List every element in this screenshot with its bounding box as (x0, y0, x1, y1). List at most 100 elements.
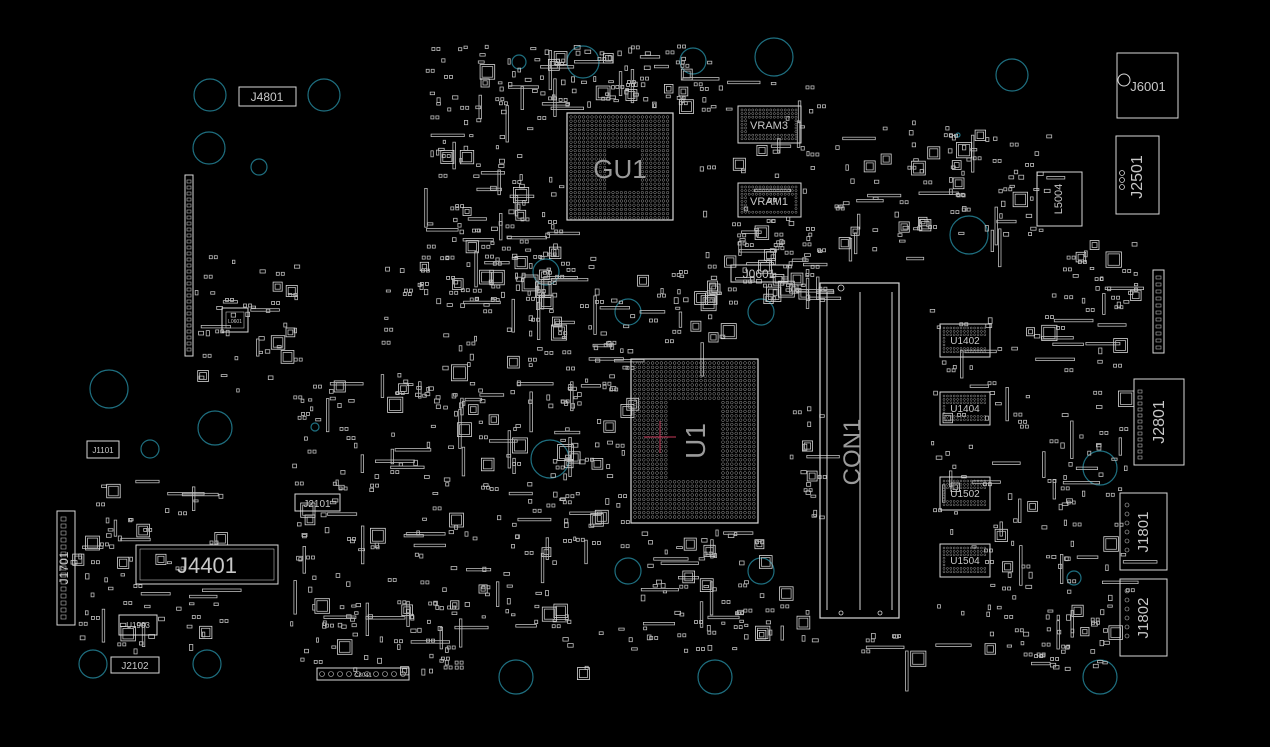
connector-j4801[interactable]: J4801 (238, 86, 297, 107)
bga-ball (747, 458, 752, 462)
bga-ball (637, 484, 642, 488)
bga-ball (730, 515, 734, 519)
chip-u1903[interactable]: U1903 (118, 614, 158, 636)
bga-ball (966, 415, 970, 418)
connector-j6001[interactable]: J6001 (1116, 52, 1179, 119)
memory-slot-con1[interactable]: CON1 (819, 282, 900, 619)
bga-ball (952, 398, 956, 401)
ic-package (724, 255, 737, 268)
bga-ball (607, 203, 611, 207)
smd-pad (520, 217, 525, 222)
bga-ball (668, 502, 672, 506)
connector-j0601[interactable]: J0601 (730, 264, 789, 283)
smd-pad (370, 545, 375, 550)
smd-pad (1033, 334, 1041, 339)
cpu-u1[interactable]: U1 (630, 358, 759, 524)
bga-ball (773, 133, 776, 137)
bga-ball (590, 157, 594, 161)
connector-j2801[interactable]: J2801 (1133, 378, 1185, 466)
bga-ball (659, 475, 664, 480)
bga-ball (661, 132, 665, 136)
connector-j4401[interactable]: J4401 (135, 544, 279, 585)
ic-die (1029, 503, 1036, 510)
chip-l0601[interactable]: L0601 (221, 307, 249, 333)
connector-pin (1124, 502, 1130, 508)
connector-j2101[interactable]: J2101 (294, 493, 341, 512)
bga-ball (577, 132, 581, 136)
bga-ball (769, 210, 773, 214)
connector-j2501[interactable]: J2501 (1115, 135, 1160, 215)
connector-pin (186, 191, 192, 196)
bga-ball (747, 418, 752, 422)
smd-pad (1003, 187, 1008, 192)
bga-ball (664, 453, 668, 458)
bga-ball (699, 374, 703, 378)
bga-ball (642, 506, 646, 510)
memory-vram3[interactable]: VRAM3 (737, 105, 802, 144)
connector-pin (60, 558, 67, 564)
connector-j1801[interactable]: J1801 (1119, 492, 1168, 571)
bga-ball (657, 136, 661, 140)
bga-ball (703, 387, 708, 392)
bga-ball (590, 178, 594, 182)
right-edge-connector[interactable] (1152, 269, 1165, 354)
bga-ball (582, 149, 586, 153)
smd-pad (445, 647, 449, 653)
memory-u1502[interactable]: U1502 (939, 476, 991, 511)
bga-ball (661, 203, 665, 207)
smd-pad (548, 270, 552, 275)
smd-pad (1050, 315, 1054, 320)
memory-vram1[interactable]: VRAM1 (737, 182, 802, 218)
smd-pad (597, 541, 601, 545)
smd-pad (1125, 588, 1130, 593)
bga-ball (664, 383, 668, 387)
gpu-gu1[interactable]: GU1 (566, 112, 674, 221)
trace-pad (654, 64, 669, 69)
inductor-l5004[interactable]: L5004 (1036, 171, 1083, 227)
bga-ball (569, 182, 573, 186)
bga-ball (594, 170, 598, 174)
smd-pad (133, 584, 138, 588)
smd-pad (503, 101, 508, 106)
smd-pad (441, 58, 446, 63)
smd-pad (500, 291, 505, 298)
connector-j2102[interactable]: J2102 (110, 656, 160, 674)
bga-ball (694, 361, 699, 365)
left-edge-connector[interactable] (184, 174, 194, 357)
smd-pad (611, 298, 618, 303)
bga-ball (963, 398, 966, 401)
smd-pad (429, 91, 436, 96)
bga-ball (653, 195, 657, 199)
bga-ball (694, 510, 699, 515)
memory-u1404[interactable]: U1404 (939, 391, 991, 426)
bga-ball (738, 392, 743, 396)
bga-ball (633, 466, 637, 471)
bga-ball (653, 199, 657, 203)
connector-j1101[interactable]: J1101 (86, 440, 120, 459)
connector-j1802[interactable]: J1802 (1119, 578, 1168, 657)
smd-pad (234, 356, 239, 361)
trace-pad (480, 171, 505, 175)
smd-pad (138, 584, 143, 588)
bga-ball (773, 115, 776, 119)
smd-pad (467, 362, 471, 367)
bga-ball (969, 483, 973, 486)
smd-pad (806, 294, 811, 302)
bga-ball (730, 493, 734, 497)
smd-pad (671, 272, 676, 277)
bga-ball (699, 387, 703, 392)
header-c8041[interactable]: C8041 (316, 667, 410, 681)
bga-ball (637, 418, 642, 422)
smd-pad (451, 645, 456, 650)
bga-ball (594, 161, 598, 165)
trace-pad (738, 249, 777, 253)
bga-ball (725, 370, 730, 374)
smd-pad (466, 341, 471, 346)
memory-u1402[interactable]: U1402 (939, 323, 991, 358)
bga-ball (655, 458, 659, 462)
connector-j1701[interactable]: J1701 (56, 510, 76, 626)
ic-die (543, 608, 555, 620)
bga-ball (573, 203, 577, 207)
smd-pad (617, 50, 622, 57)
memory-u1504[interactable]: U1504 (939, 543, 991, 578)
